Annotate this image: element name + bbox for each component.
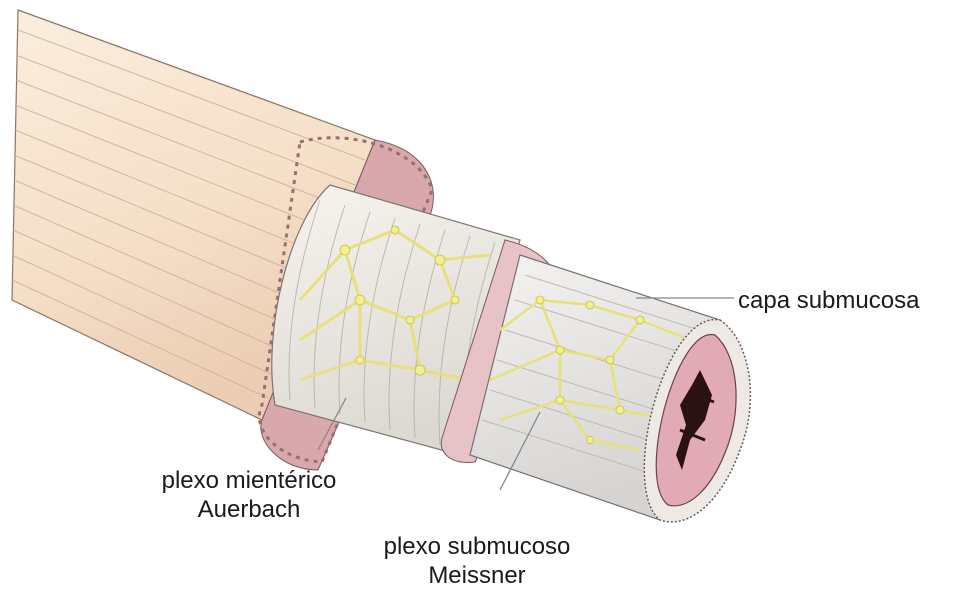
label-plexo-mienterico: plexo mientérico Auerbach bbox=[134, 466, 364, 524]
label-plexo-mienterico-line1: plexo mientérico bbox=[134, 466, 364, 495]
label-plexo-submucoso-line2: Meissner bbox=[352, 561, 602, 590]
label-capa-submucosa-text: capa submucosa bbox=[738, 287, 919, 314]
label-plexo-mienterico-line2: Auerbach bbox=[134, 495, 364, 524]
label-plexo-submucoso-line1: plexo submucoso bbox=[352, 532, 602, 561]
label-capa-submucosa: capa submucosa bbox=[738, 286, 919, 315]
label-plexo-submucoso: plexo submucoso Meissner bbox=[352, 532, 602, 590]
